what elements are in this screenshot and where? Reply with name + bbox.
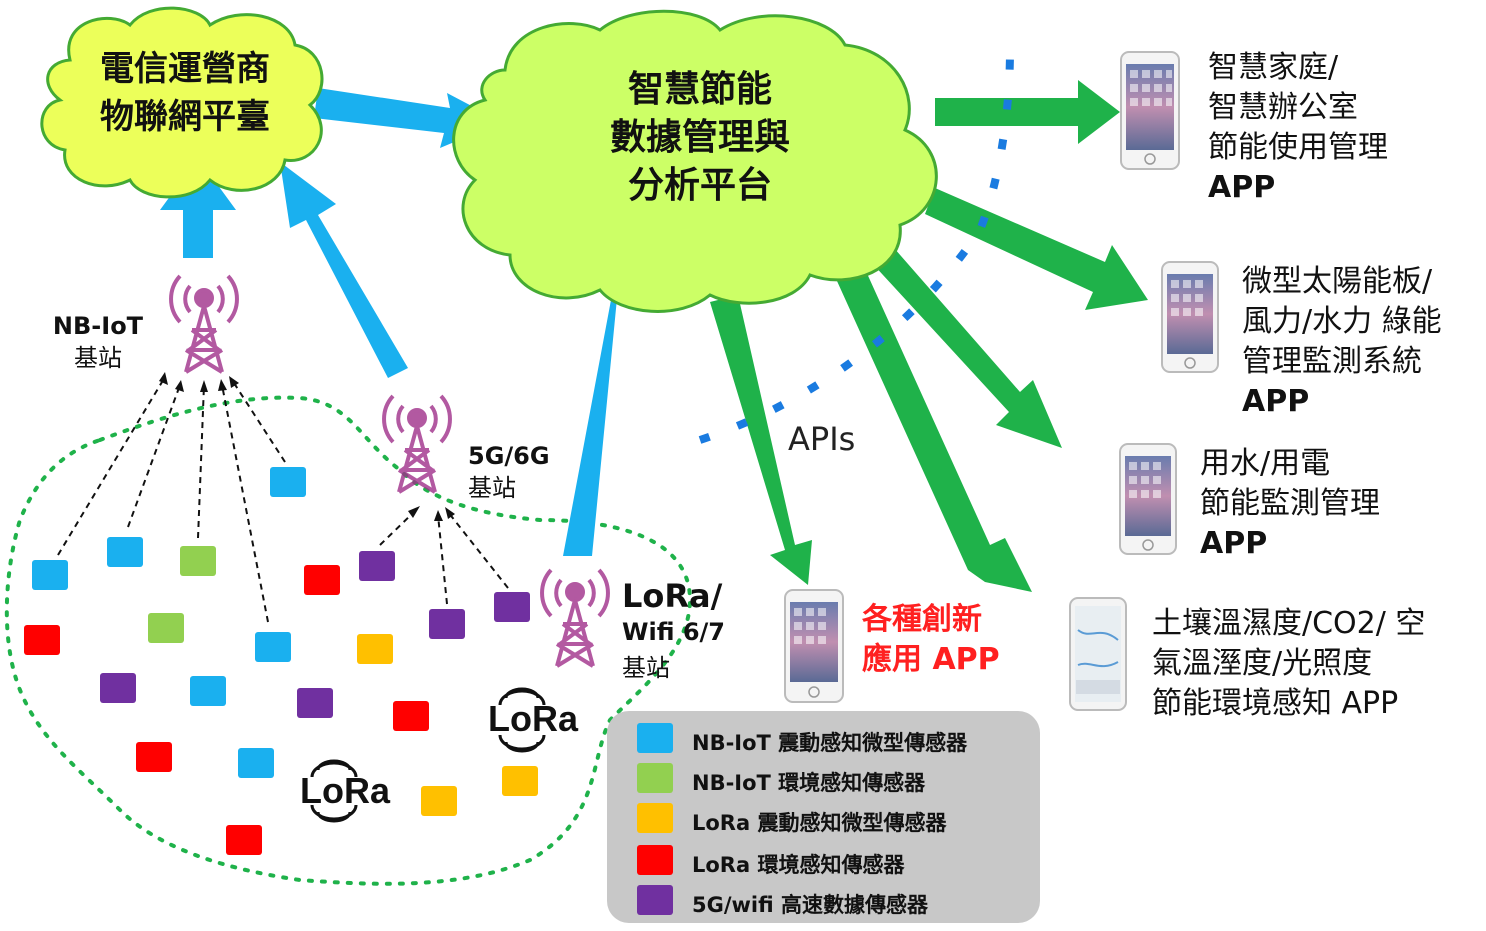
legend-swatch-nbiot-environment xyxy=(637,763,673,793)
arrow-lora-to-platform xyxy=(563,228,640,556)
legend-swatch-lora-vibration xyxy=(637,803,673,833)
app-label-green-energy: 微型太陽能板/ 風力/水力 綠能 管理監測系統 APP xyxy=(1242,262,1442,422)
legend-panel: NB-IoT 震動感知微型傳感器 NB-IoT 環境感知傳感器 LoRa 震動感… xyxy=(607,711,1040,923)
lora-logo-2: LoRa xyxy=(300,770,390,811)
nbiot-station-label: NB-IoT 基站 xyxy=(50,310,146,374)
innovative-line1: 各種創新 xyxy=(862,602,982,637)
arrow-to-app1 xyxy=(935,80,1120,144)
app3-line1: 用水/用電 xyxy=(1200,446,1331,481)
sensor-field-boundary xyxy=(4,395,693,886)
arrow-to-app2 xyxy=(925,188,1148,310)
legend-label: NB-IoT 震動感知微型傳感器 xyxy=(692,731,968,755)
legend-label: 5G/wifi 高速數據傳感器 xyxy=(692,893,928,917)
lora-logo-1: LoRa xyxy=(488,698,578,739)
telecom-cloud-label: 電信運營商 物聯網平臺 xyxy=(75,45,295,141)
platform-line2: 數據管理與 xyxy=(609,117,790,158)
phone-innovative xyxy=(784,589,844,703)
g56-line1: 5G/6G xyxy=(468,442,550,470)
blue-arrows xyxy=(160,88,640,556)
lora-line2: Wifi 6/7 xyxy=(622,618,726,646)
arrow-to-app3 xyxy=(860,232,1062,448)
sensors xyxy=(24,467,538,855)
app-label-environment: 土壤溫濕度/CO2/ 空 氣溫溼度/光照度 節能環境感知 APP xyxy=(1152,604,1425,724)
phone-app2 xyxy=(1161,261,1219,373)
sensor-links xyxy=(57,376,509,623)
legend-label: NB-IoT 環境感知傳感器 xyxy=(692,771,926,795)
app3-line2: 節能監測管理 xyxy=(1200,486,1380,521)
platform-line1: 智慧節能 xyxy=(627,69,772,110)
innovative-line2: 應用 APP xyxy=(862,642,1000,677)
app2-line2: 風力/水力 綠能 xyxy=(1242,304,1442,339)
app4-line1: 土壤溫濕度/CO2/ 空 xyxy=(1152,606,1426,641)
app1-line1: 智慧家庭/ xyxy=(1208,50,1339,85)
platform-line3: 分析平台 xyxy=(627,165,772,206)
telecom-line2: 物聯網平臺 xyxy=(100,97,270,137)
lora-line3: 基站 xyxy=(622,654,670,682)
app2-line3: 管理監測系統 xyxy=(1242,344,1422,379)
app-label-home-office: 智慧家庭/ 智慧辦公室 節能使用管理 APP xyxy=(1208,48,1388,208)
lora-station-label: LoRa/ Wifi 6/7 基站 xyxy=(622,578,725,686)
app4-line3: 節能環境感知 APP xyxy=(1152,686,1399,721)
phone-icon-grids xyxy=(794,70,1203,644)
legend-label: LoRa 環境感知傳感器 xyxy=(692,853,905,877)
arrow-5g-to-telecom xyxy=(280,162,408,378)
sensor-link-heads xyxy=(159,372,455,521)
app-label-water-power: 用水/用電 節能監測管理 APP xyxy=(1200,444,1380,564)
arrow-to-innovative xyxy=(710,295,812,585)
phones xyxy=(784,51,1219,711)
platform-cloud-label: 智慧節能 數據管理與 分析平台 xyxy=(560,66,840,210)
g56-line2: 基站 xyxy=(468,474,516,502)
phone-app3 xyxy=(1119,443,1177,555)
g5-tower xyxy=(382,394,452,494)
telecom-cloud xyxy=(40,6,324,199)
app2-line1: 微型太陽能板/ xyxy=(1242,264,1433,299)
app1-suffix: APP xyxy=(1208,170,1276,205)
legend-swatch-5g-wifi xyxy=(637,885,673,915)
legend-label: LoRa 震動感知微型傳感器 xyxy=(692,811,947,835)
innovative-app-label: 各種創新 應用 APP xyxy=(862,600,1000,680)
phone-app4 xyxy=(1069,597,1127,711)
app1-line2: 智慧辦公室 xyxy=(1208,90,1358,125)
nbiot-tower xyxy=(169,274,239,374)
app4-line2: 氣溫溼度/光照度 xyxy=(1152,646,1373,681)
app3-suffix: APP xyxy=(1200,526,1268,561)
lora-logo-waves xyxy=(310,687,546,823)
app1-line3: 節能使用管理 xyxy=(1208,130,1388,165)
app2-suffix: APP xyxy=(1242,384,1310,419)
lora-line1: LoRa/ xyxy=(622,577,723,615)
apis-label: APIs xyxy=(788,420,856,458)
lora-tower xyxy=(540,568,610,668)
legend-swatch-nbiot-vibration xyxy=(637,723,673,753)
legend-swatch-lora-environment xyxy=(637,845,673,875)
nbiot-line2: 基站 xyxy=(74,344,122,372)
telecom-line1: 電信運營商 xyxy=(100,49,270,89)
phone-app1 xyxy=(1120,51,1180,170)
nbiot-line1: NB-IoT xyxy=(52,312,144,340)
platform-cloud xyxy=(452,9,938,313)
g56-station-label: 5G/6G 基站 xyxy=(468,440,550,504)
arrow-nbiot-to-telecom xyxy=(160,158,236,258)
api-dashed-line xyxy=(698,49,1014,444)
